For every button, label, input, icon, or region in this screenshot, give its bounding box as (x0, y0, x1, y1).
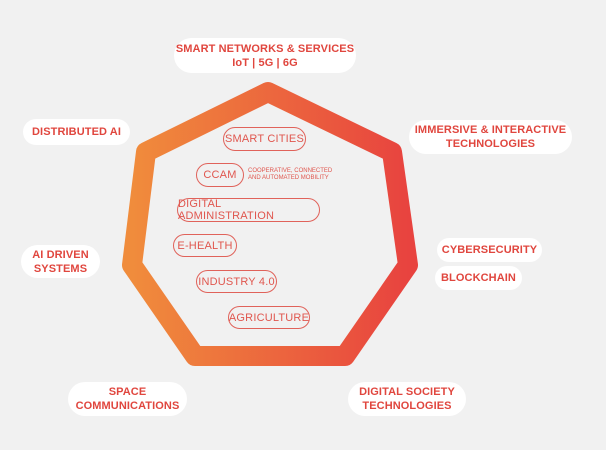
ai-driven-line1: AI DRIVEN (32, 248, 89, 261)
cybersecurity-label: CYBERSECURITY (437, 238, 542, 262)
smart-networks-title: SMART NETWORKS & SERVICES (175, 42, 355, 55)
ai-driven-line2: SYSTEMS (33, 262, 88, 275)
distributed-ai-text: DISTRIBUTED AI (32, 126, 121, 138)
distributed-ai-label: DISTRIBUTED AI (23, 119, 130, 145)
digital-society-line2: TECHNOLOGIES (362, 400, 452, 412)
ccam-tag: CCAM (196, 163, 244, 187)
immersive-line1: IMMERSIVE & INTERACTIVE (414, 124, 567, 136)
blockchain-label: BLOCKCHAIN (435, 266, 522, 290)
cybersecurity-text: CYBERSECURITY (441, 244, 538, 256)
smart-cities-tag: SMART CITIES (223, 127, 306, 151)
smart-networks-subtitle: IoT | 5G | 6G (232, 56, 298, 69)
immersive-line2: TECHNOLOGIES (445, 138, 536, 150)
digital-society-line1: DIGITAL SOCIETY (359, 386, 455, 398)
space-line2: COMMUNICATIONS (75, 400, 180, 412)
immersive-label: IMMERSIVE & INTERACTIVE TECHNOLOGIES (409, 120, 572, 154)
industry-tag: INDUSTRY 4.0 (196, 270, 277, 293)
ccam-caption-line1: COOPERATIVE, CONNECTED (248, 168, 333, 174)
e-health-tag: E-HEALTH (173, 234, 237, 257)
digital-society-label: DIGITAL SOCIETY TECHNOLOGIES (348, 382, 466, 416)
digital-administration-tag: DIGITAL ADMINISTRATION (177, 198, 320, 222)
space-line1: SPACE (108, 386, 147, 398)
agriculture-tag: AGRICULTURE (228, 306, 310, 329)
blockchain-text: BLOCKCHAIN (441, 272, 516, 284)
space-label: SPACE COMMUNICATIONS (68, 382, 187, 416)
ccam-caption-line2: AND AUTOMATED MOBILITY (248, 175, 329, 181)
